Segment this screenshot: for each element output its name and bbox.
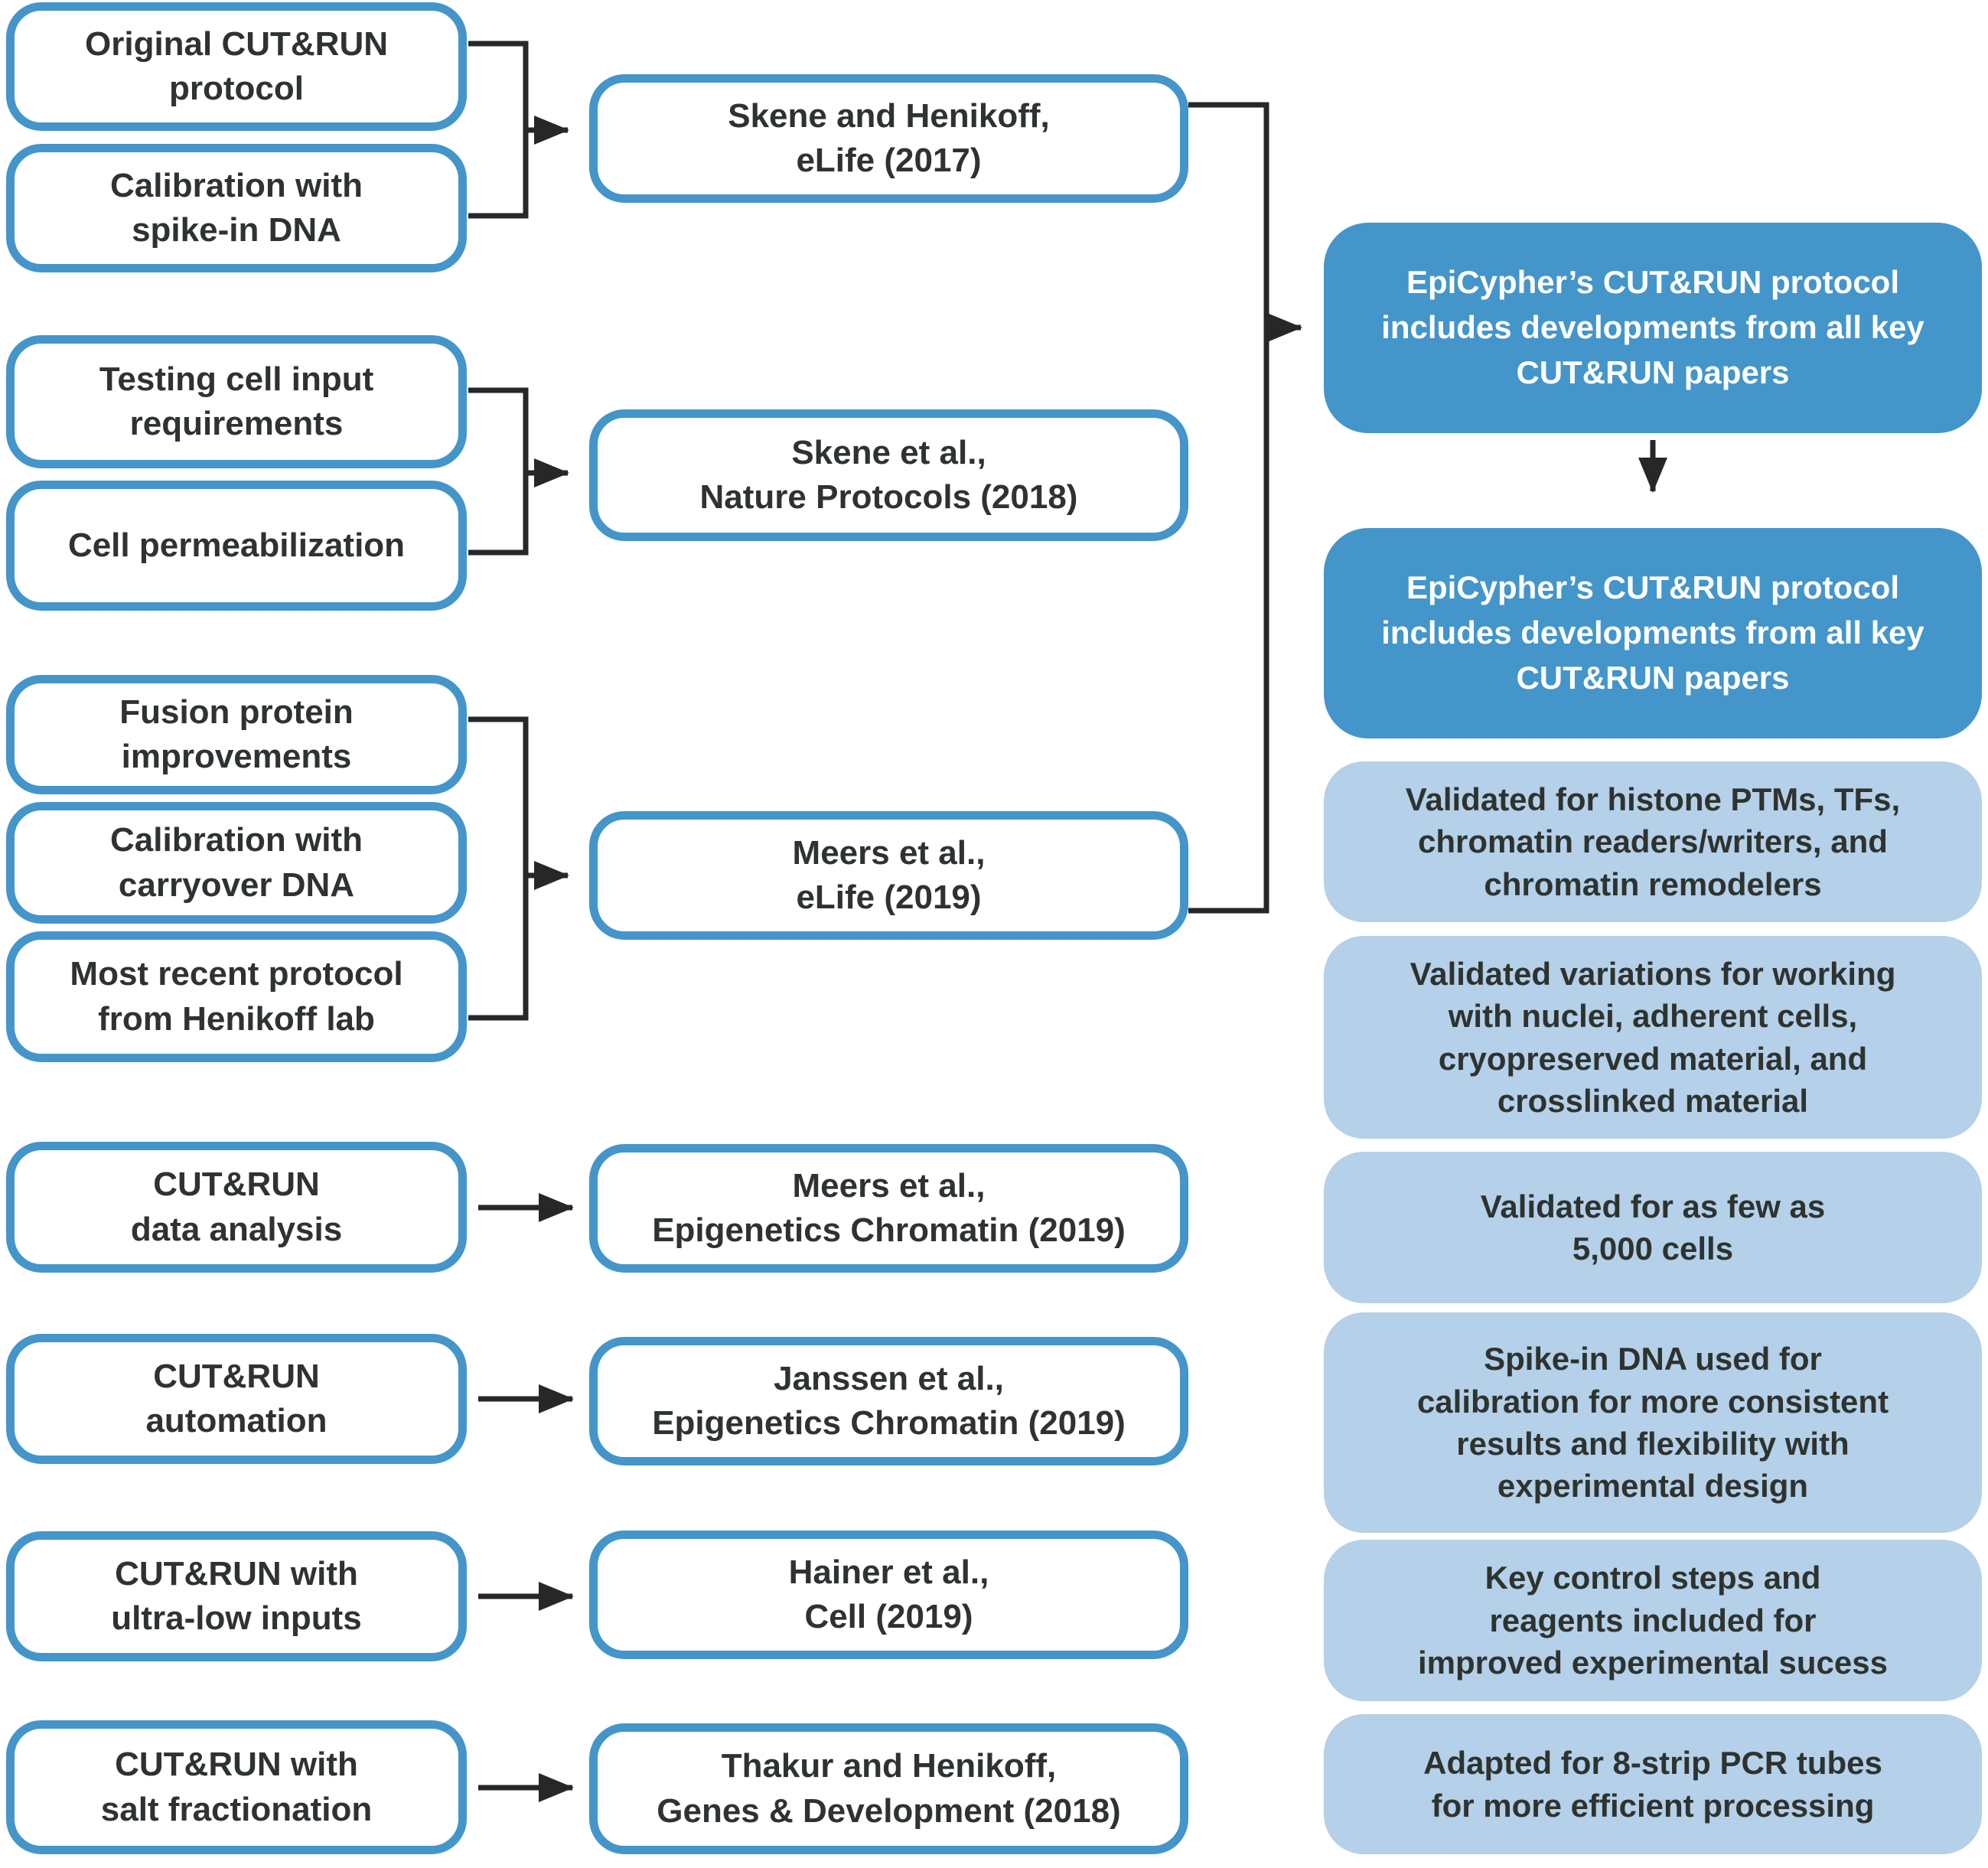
benefit-box-pcr-tubes: Adapted for 8-strip PCR tubes for more e…: [1324, 1714, 1982, 1854]
bracket-group2: [468, 387, 529, 556]
citation-box-skene-nature-protocols-2018: Skene et al., Nature Protocols (2018): [589, 409, 1188, 541]
feature-box-calibration-carryover-dna: Calibration with carryover DNA: [6, 802, 467, 924]
feature-box-testing-cell-input: Testing cell input requirements: [6, 335, 467, 468]
benefit-box-spike-in-calibration: Spike-in DNA used for calibration for mo…: [1324, 1312, 1982, 1533]
bracket-group1: [468, 41, 529, 219]
feature-box-cell-permeabilization: Cell permeabilization: [6, 481, 467, 611]
feature-box-salt-fractionation: CUT&RUN with salt fractionation: [6, 1720, 467, 1854]
feature-box-automation: CUT&RUN automation: [6, 1334, 467, 1464]
summary-box-epicypher-protocol-2: EpiCypher’s CUT&RUN protocol includes de…: [1324, 528, 1982, 738]
feature-box-most-recent-henikoff-protocol: Most recent protocol from Henikoff lab: [6, 931, 467, 1062]
citation-box-hainer-cell-2019: Hainer et al., Cell (2019): [589, 1531, 1188, 1659]
feature-box-fusion-protein-improvements: Fusion protein improvements: [6, 675, 467, 794]
benefit-box-key-controls: Key control steps and reagents included …: [1324, 1540, 1982, 1701]
bracket-citations: [1188, 102, 1269, 914]
bracket-group3: [468, 716, 529, 1021]
citation-box-meers-elife-2019: Meers et al., eLife (2019): [589, 811, 1188, 940]
feature-box-ultra-low-inputs: CUT&RUN with ultra-low inputs: [6, 1531, 467, 1661]
feature-box-original-cutrun-protocol: Original CUT&RUN protocol: [6, 2, 467, 131]
feature-box-calibration-spike-in-dna: Calibration with spike-in DNA: [6, 144, 467, 272]
benefit-box-validated-targets: Validated for histone PTMs, TFs, chromat…: [1324, 761, 1982, 922]
feature-box-data-analysis: CUT&RUN data analysis: [6, 1142, 467, 1273]
summary-box-epicypher-protocol-1: EpiCypher’s CUT&RUN protocol includes de…: [1324, 223, 1982, 433]
citation-box-janssen-epigenetics-chromatin-2019: Janssen et al., Epigenetics Chromatin (2…: [589, 1337, 1188, 1465]
benefit-box-validated-variations: Validated variations for working with nu…: [1324, 936, 1982, 1139]
citation-box-skene-henikoff-elife-2017: Skene and Henikoff, eLife (2017): [589, 74, 1188, 203]
citation-box-meers-epigenetics-chromatin-2019: Meers et al., Epigenetics Chromatin (201…: [589, 1144, 1188, 1273]
benefit-box-few-cells: Validated for as few as 5,000 cells: [1324, 1152, 1982, 1303]
citation-box-thakur-henikoff-genes-development-2018: Thakur and Henikoff, Genes & Development…: [589, 1723, 1188, 1854]
